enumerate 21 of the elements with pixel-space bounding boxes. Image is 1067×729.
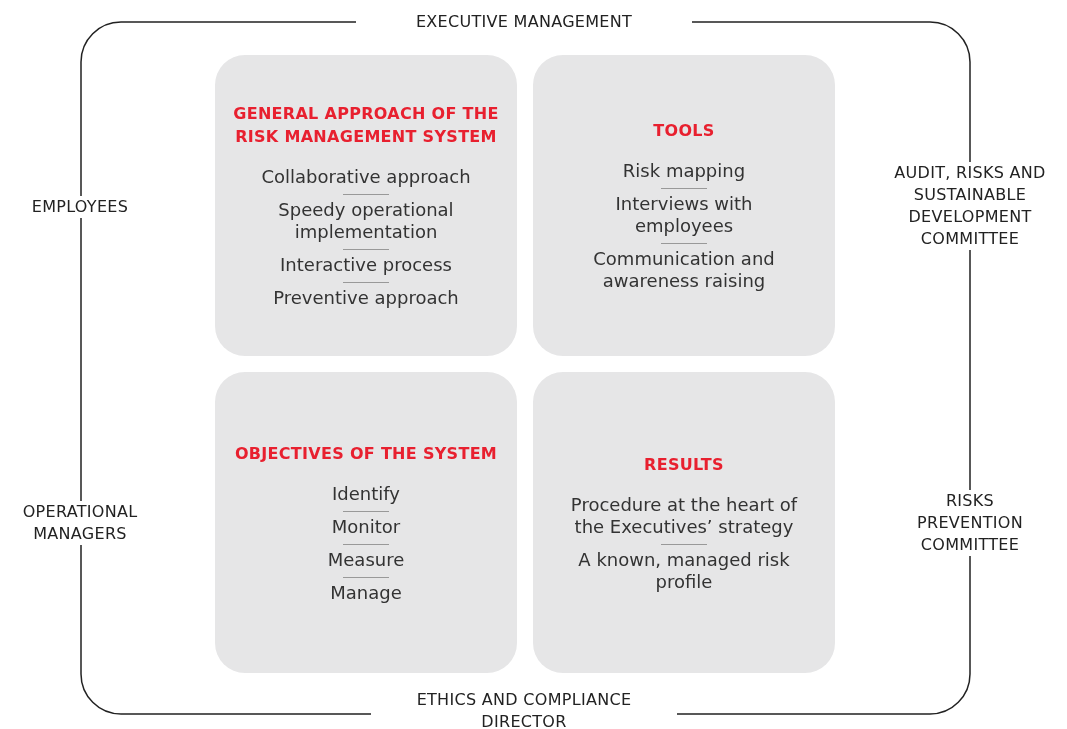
panel-card [533, 55, 835, 356]
list-item: Interactive process [280, 254, 452, 276]
panel-heading: TOOLS [653, 120, 715, 142]
list-item: Manage [330, 581, 402, 604]
panel-heading: RESULTS [644, 453, 724, 476]
list-item: Preventive approach [273, 287, 459, 309]
list-item: Procedure at the heart of the Executives’ strategy [569, 493, 799, 538]
panel-card [215, 372, 517, 673]
list-item: Identify [332, 482, 400, 505]
list-item: Risk mapping [622, 160, 746, 182]
list-item: Interviews with employees [614, 193, 754, 237]
list-item: Monitor [331, 515, 401, 538]
panel-heading: OBJECTIVES OF THE SYSTEM [234, 442, 498, 465]
panel-heading: GENERAL APPROACH OF THE RISK MANAGEMENT SYSTEM [232, 103, 500, 148]
list-item: A known, managed risk profile [577, 548, 791, 593]
panel-card [533, 372, 835, 673]
panel-card [215, 55, 517, 356]
list-item: Measure [327, 548, 405, 571]
list-item: Speedy operational implementation [277, 199, 455, 243]
list-item: Collaborative approach [261, 166, 471, 188]
list-item: Communication and awareness raising [592, 248, 776, 292]
